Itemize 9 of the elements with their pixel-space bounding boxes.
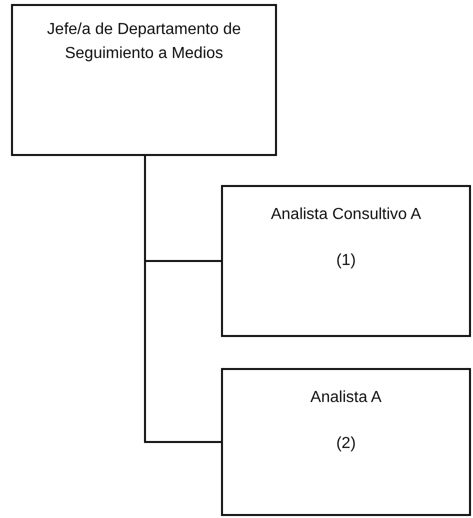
org-box [221,368,471,516]
position-title: Analista A [309,388,383,408]
position-title: Analista Consultivo A [270,205,422,225]
connector-line [144,155,221,443]
org-box [11,4,277,156]
position-count: (2) [335,434,357,454]
position-count: (1) [335,251,357,271]
position-title: Jefe/a de Departamento de Seguimiento a Medios [46,20,242,64]
org-box [221,185,471,337]
